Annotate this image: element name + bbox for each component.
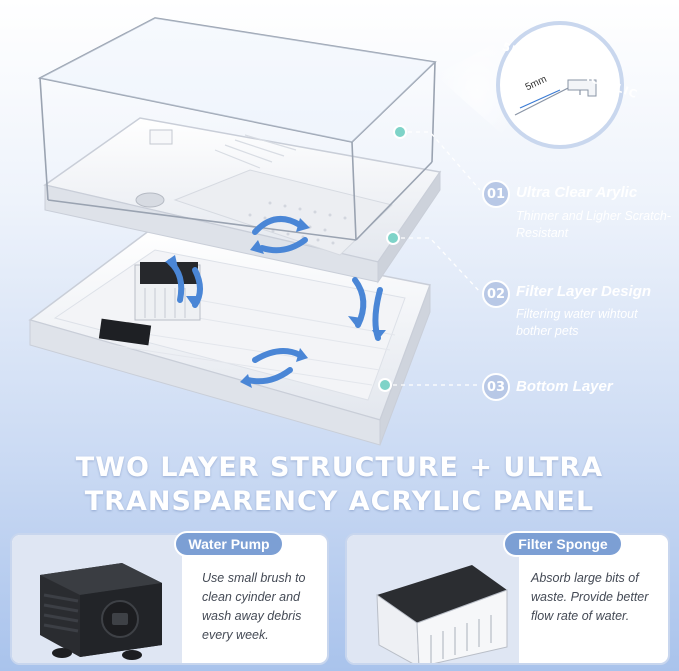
feature-title-1: Ultra Clear Arylic bbox=[516, 184, 638, 201]
feature-badge-2: 02 bbox=[482, 280, 510, 308]
acrylic-tank-illustration bbox=[37, 17, 437, 241]
feature-badge-3: 03 bbox=[482, 373, 510, 401]
feature-title-3: Bottom Layer bbox=[516, 378, 613, 395]
feature-subtitle-1: Thinner and Ligher Scratch-Resistant bbox=[516, 209, 671, 240]
acrylic-zoom-circle bbox=[496, 21, 624, 149]
bottom-tray-illustration bbox=[28, 229, 432, 446]
water-pump-card: Use small brush to clean cyinder and was… bbox=[10, 533, 329, 665]
product-illustration bbox=[28, 17, 624, 446]
filter-sponge-image bbox=[347, 535, 519, 663]
feature-badge-1: 01 bbox=[482, 180, 510, 208]
headline-line-1: TWO LAYER STRUCTURE + ULTRA bbox=[75, 452, 604, 483]
filter-sponge-tab: Filter Sponge bbox=[503, 531, 623, 557]
feature-subtitle-2: Filtering water wihtout bother pets bbox=[516, 307, 638, 338]
headline-line-2: TRANSPARENCY ACRYLIC PANEL bbox=[84, 486, 595, 517]
filter-sponge-description: Absorb large bits of waste. Provide bett… bbox=[531, 571, 649, 623]
water-pump-image bbox=[12, 535, 182, 663]
water-pump-description: Use small brush to clean cyinder and was… bbox=[202, 571, 306, 642]
feature-title-2: Filter Layer Design bbox=[516, 283, 652, 300]
water-pump-tab: Water Pump bbox=[174, 531, 284, 557]
filter-tray-illustration bbox=[43, 117, 442, 284]
